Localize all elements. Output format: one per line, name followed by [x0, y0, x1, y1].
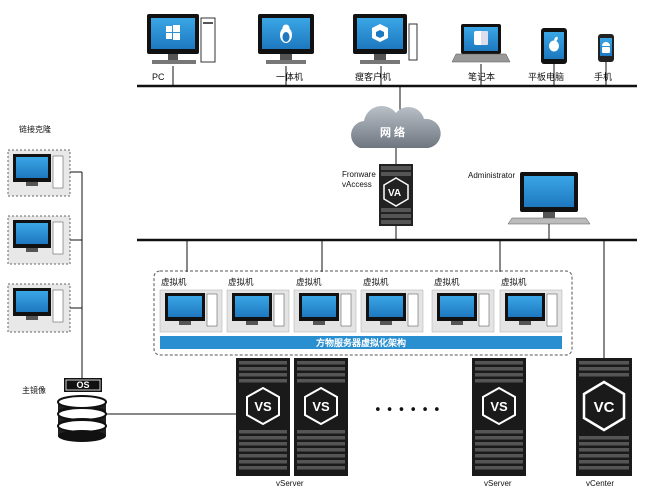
ellipsis-dots: • • • • • • [374, 403, 441, 418]
vserver-logo-1: VS [254, 399, 272, 414]
virtualization-bar [160, 336, 562, 349]
network-label: 网 络 [380, 125, 405, 139]
vserver-rack-1 [236, 358, 290, 476]
vserver-rack-3 [472, 358, 526, 476]
vm-label-5: 虚拟机 [434, 277, 460, 287]
admin-label: Administrator [468, 171, 515, 180]
vserver-logo-3: VS [490, 399, 508, 414]
client-laptop [451, 24, 511, 86]
vm-group [159, 289, 563, 333]
windows-icon [166, 25, 180, 40]
master-image-storage [57, 378, 107, 442]
vserver-logo-2: VS [312, 399, 330, 414]
client-thin [353, 14, 418, 86]
vm-2 [226, 289, 290, 333]
client-aio [258, 14, 314, 86]
link-clone-desktop-2 [7, 215, 71, 265]
vaccess-label-line2: vAccess [342, 180, 372, 189]
vm-5 [431, 289, 495, 333]
vaccess-label-line1: Fronware [342, 170, 376, 179]
vm-label-6: 虚拟机 [501, 277, 527, 287]
client-label-laptop: 笔记本 [468, 71, 495, 82]
client-label-tablet: 平板电脑 [528, 71, 564, 82]
vm-6 [499, 289, 563, 333]
client-label-aio: 一体机 [276, 71, 303, 82]
vserver-rack-2 [294, 358, 348, 476]
vm-1 [159, 289, 223, 333]
master-image-label: 主镜像 [22, 385, 46, 395]
client-label-thin: 瘦客户机 [355, 71, 391, 82]
link-clone-desktop-1 [7, 149, 71, 197]
vcenter-rack [576, 358, 632, 476]
vm-4 [360, 289, 424, 333]
apple-icon [549, 36, 559, 52]
admin-workstation [507, 172, 591, 225]
link-clone-desktop-3 [7, 283, 71, 333]
vm-label-2: 虚拟机 [228, 277, 254, 287]
vm-pool-frame [153, 270, 573, 356]
box-icon [372, 24, 388, 42]
mac-icon [474, 31, 488, 45]
vcenter-logo: VC [594, 399, 615, 416]
client-pc [147, 14, 216, 86]
client-phone [598, 34, 614, 86]
vserver-label-2: vServer [484, 479, 512, 488]
virtualization-bar-label: 方物服务器虚拟化架构 [316, 337, 406, 348]
vm-label-3: 虚拟机 [296, 277, 322, 287]
linux-icon [280, 24, 292, 43]
android-icon [602, 42, 610, 53]
vcenter-label: vCenter [586, 479, 614, 488]
network-cloud [351, 105, 441, 148]
client-label-phone: 手机 [594, 71, 612, 82]
vaccess-logo: VA [388, 188, 401, 199]
vserver-label-1: vServer [276, 479, 304, 488]
client-tablet [541, 28, 567, 86]
client-label-pc: PC [152, 72, 165, 82]
vm-label-4: 虚拟机 [363, 277, 389, 287]
os-badge-text: OS [76, 380, 89, 390]
link-clone-label: 链接克隆 [19, 124, 51, 134]
vaccess-appliance [379, 164, 413, 226]
vm-3 [293, 289, 357, 333]
vm-label-1: 虚拟机 [161, 277, 187, 287]
